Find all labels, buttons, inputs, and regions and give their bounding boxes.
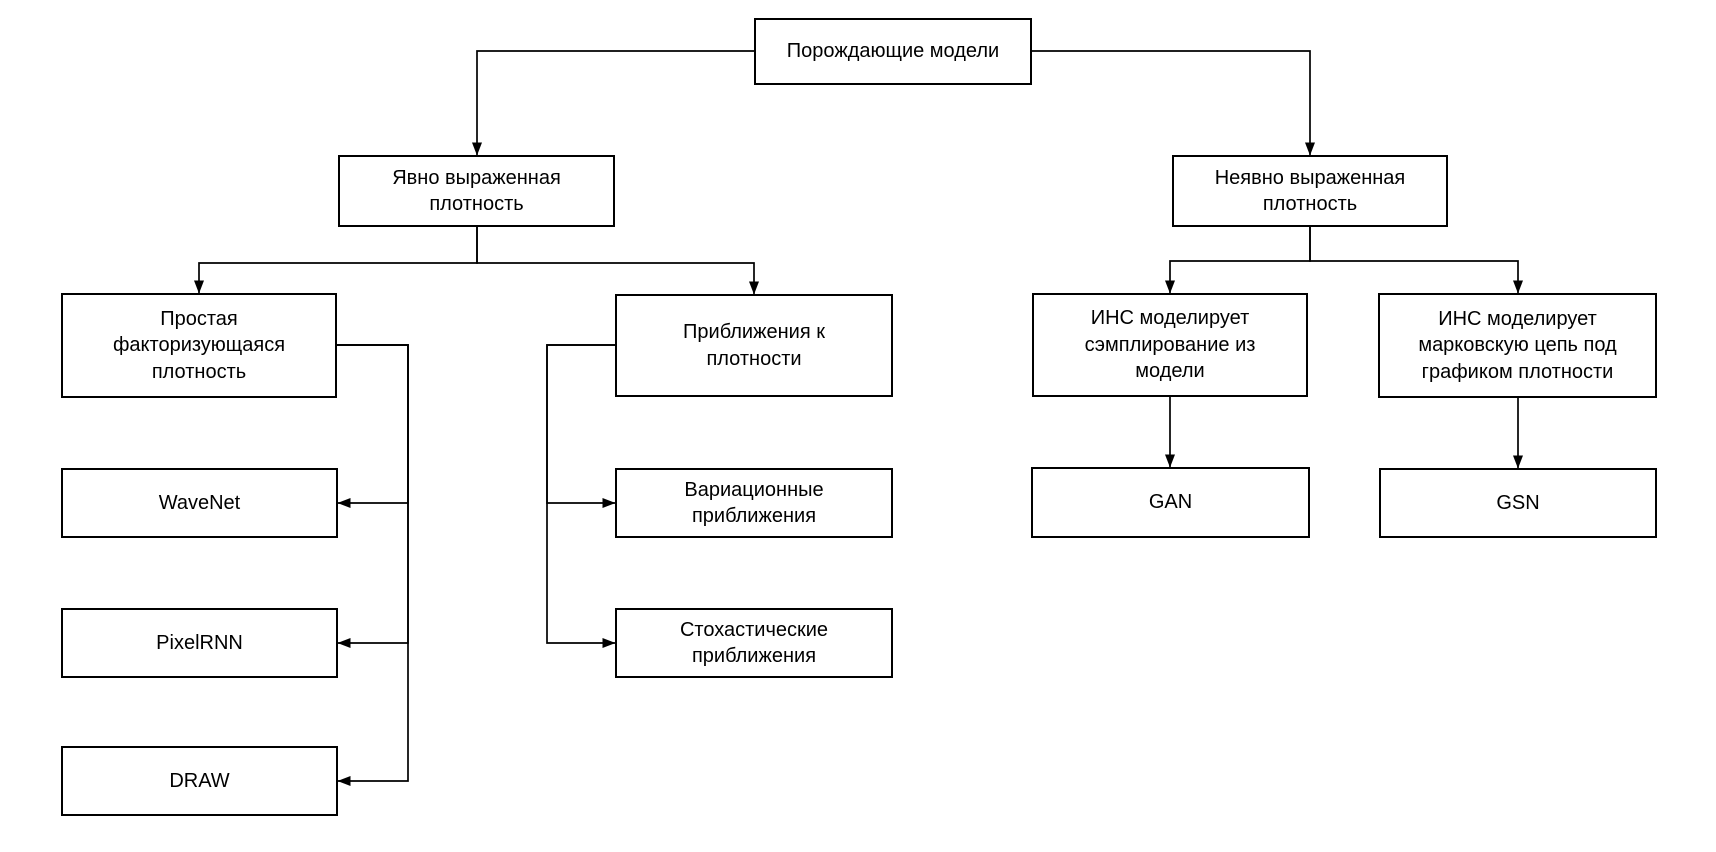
edge-density-approximations-to-stochastic-approximations xyxy=(546,344,616,648)
edge-simple-factorizing-density-to-draw xyxy=(337,344,409,786)
node-ann-models-markov-chain: ИНС моделирует марковскую цепь под графи… xyxy=(1378,293,1657,398)
edge-root-to-implicit-density xyxy=(1032,50,1315,156)
edge-simple-factorizing-density-to-wavenet xyxy=(337,344,409,508)
node-label-gan: GAN xyxy=(1148,491,1193,514)
edge-implicit-density-to-ann-models-sampling xyxy=(1165,227,1311,294)
node-draw: DRAW xyxy=(61,746,338,816)
node-label-explicit-density: Явно выраженная плотность xyxy=(392,166,561,215)
node-label-wavenet: WaveNet xyxy=(158,491,241,514)
edge-simple-factorizing-density-to-pixelrnn xyxy=(337,344,409,648)
node-explicit-density: Явно выраженная плотность xyxy=(338,155,615,227)
node-label-gsn: GSN xyxy=(1496,491,1540,514)
edge-implicit-density-to-ann-models-markov-chain xyxy=(1309,227,1523,294)
node-implicit-density: Неявно выраженная плотность xyxy=(1172,155,1448,227)
node-wavenet: WaveNet xyxy=(61,468,338,538)
node-gsn: GSN xyxy=(1379,468,1657,538)
node-label-draw: DRAW xyxy=(169,769,230,792)
node-pixelrnn: PixelRNN xyxy=(61,608,338,678)
edge-explicit-density-to-simple-factorizing-density xyxy=(194,227,478,294)
edge-root-to-explicit-density xyxy=(472,50,754,156)
node-label-stochastic-approximations: Стохастические приближения xyxy=(679,618,829,667)
node-label-pixelrnn: PixelRNN xyxy=(156,631,243,654)
edge-density-approximations-to-variational-approximations xyxy=(546,344,616,508)
node-label-simple-factorizing-density: Простая факторизующаяся плотность xyxy=(112,307,286,383)
node-ann-models-sampling: ИНС моделирует сэмплирование из модели xyxy=(1032,293,1308,397)
node-label-density-approximations: Приближения к плотности xyxy=(683,321,825,370)
node-variational-approximations: Вариационные приближения xyxy=(615,468,893,538)
node-label-ann-models-markov-chain: ИНС моделирует марковскую цепь под графи… xyxy=(1418,307,1617,383)
node-label-root: Порождающие модели xyxy=(786,40,1000,63)
node-simple-factorizing-density: Простая факторизующаяся плотность xyxy=(61,293,337,398)
node-gan: GAN xyxy=(1031,467,1310,538)
node-label-variational-approximations: Вариационные приближения xyxy=(684,478,824,527)
node-density-approximations: Приближения к плотности xyxy=(615,294,893,397)
node-label-ann-models-sampling: ИНС моделирует сэмплирование из модели xyxy=(1084,307,1256,383)
node-stochastic-approximations: Стохастические приближения xyxy=(615,608,893,678)
edge-explicit-density-to-density-approximations xyxy=(476,227,759,295)
node-label-implicit-density: Неявно выраженная плотность xyxy=(1214,166,1406,215)
node-root: Порождающие модели xyxy=(754,18,1032,85)
